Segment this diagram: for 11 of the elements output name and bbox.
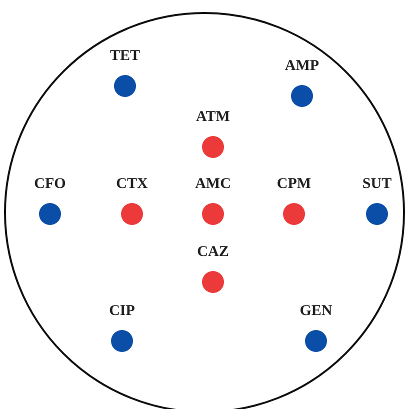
antibiotic-label: CFO <box>33 175 67 193</box>
antibiotic-label: AMC <box>194 175 232 193</box>
antibiotic-label: TET <box>108 47 141 65</box>
antibiotic-label: SUT <box>361 175 393 193</box>
antibiotic-label: GEN <box>298 302 334 320</box>
antibiotic-label: CAZ <box>196 243 230 261</box>
antibiotic-label: CTX <box>115 175 149 193</box>
antibiotic-label: AMP <box>284 57 320 75</box>
antibiotic-label: ATM <box>195 108 231 126</box>
antibiotic-label: CIP <box>108 302 136 320</box>
antibiotic-label: CPM <box>276 175 312 193</box>
